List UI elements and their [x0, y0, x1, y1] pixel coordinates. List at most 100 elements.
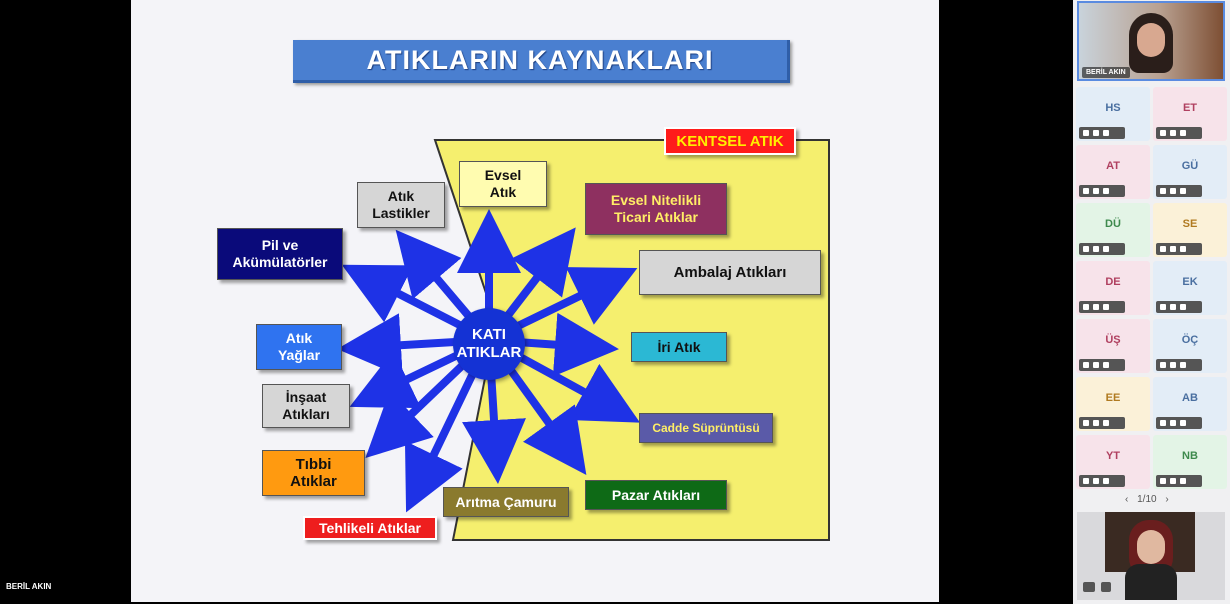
participant-avatar: DE — [1105, 276, 1121, 288]
hand-icon — [1083, 362, 1089, 368]
participant-tile[interactable]: AB — [1153, 377, 1227, 431]
participant-avatar: HS — [1105, 102, 1121, 114]
mic-off-icon — [1180, 130, 1186, 136]
hand-icon — [1083, 478, 1089, 484]
camera-off-icon — [1170, 246, 1176, 252]
participant-avatar: EK — [1182, 276, 1198, 288]
camera-off-icon — [1093, 188, 1099, 194]
camera-off-icon — [1170, 188, 1176, 194]
prev-page-icon[interactable]: ‹ — [1125, 494, 1129, 505]
mic-icon[interactable] — [1101, 582, 1111, 592]
mic-off-icon — [1180, 420, 1186, 426]
participant-status-icons — [1079, 301, 1125, 313]
item-cadde: Cadde Süprüntüsü — [639, 413, 773, 443]
participant-tile[interactable]: ÜŞ — [1076, 319, 1150, 373]
camera-off-icon — [1170, 130, 1176, 136]
participant-tile[interactable]: AT — [1076, 145, 1150, 199]
participant-tile[interactable]: SE — [1153, 203, 1227, 257]
participant-status-icons — [1079, 185, 1125, 197]
mic-off-icon — [1180, 478, 1186, 484]
shared-slide: ATIKLARIN KAYNAKLARI KENTSEL ATIK KATI A… — [131, 0, 939, 602]
camera-off-icon — [1170, 478, 1176, 484]
camera-off-icon — [1093, 246, 1099, 252]
camera-off-icon — [1093, 420, 1099, 426]
hand-icon — [1160, 420, 1166, 426]
participant-tile[interactable]: EE — [1076, 377, 1150, 431]
mic-off-icon — [1103, 246, 1109, 252]
camera-off-icon — [1170, 304, 1176, 310]
hand-icon — [1160, 246, 1166, 252]
pager: ‹ 1/10 › — [1125, 494, 1169, 505]
participant-tile[interactable]: NB — [1153, 435, 1227, 489]
mic-off-icon — [1103, 130, 1109, 136]
hand-icon — [1160, 362, 1166, 368]
mic-off-icon — [1103, 188, 1109, 194]
signal-icon — [1083, 582, 1095, 592]
participant-status-icons — [1079, 243, 1125, 255]
hand-icon — [1083, 420, 1089, 426]
hand-icon — [1160, 130, 1166, 136]
item-lastik: Atık Lastikler — [357, 182, 445, 228]
participant-tile[interactable]: EK — [1153, 261, 1227, 315]
participant-avatar: YT — [1105, 450, 1121, 462]
participant-status-icons — [1079, 359, 1125, 371]
participant-tile[interactable]: ET — [1153, 87, 1227, 141]
item-ambalaj: Ambalaj Atıkları — [639, 250, 821, 295]
participant-tile[interactable]: GÜ — [1153, 145, 1227, 199]
slide-title: ATIKLARIN KAYNAKLARI — [293, 40, 790, 83]
item-evsel-nitelikli: Evsel Nitelikli Ticari Atıklar — [585, 183, 727, 235]
mic-off-icon — [1103, 362, 1109, 368]
hand-icon — [1160, 304, 1166, 310]
participant-avatar: ET — [1182, 102, 1198, 114]
participant-status-icons — [1156, 185, 1202, 197]
self-video-tile[interactable] — [1077, 512, 1225, 600]
camera-off-icon — [1093, 304, 1099, 310]
item-tehlikeli: Tehlikeli Atıklar — [303, 516, 437, 540]
participant-status-icons — [1079, 127, 1125, 139]
item-yaglar: Atık Yağlar — [256, 324, 342, 370]
participant-status-icons — [1079, 475, 1125, 487]
participant-avatar: GÜ — [1181, 160, 1199, 172]
participant-status-icons — [1079, 417, 1125, 429]
mic-off-icon — [1180, 304, 1186, 310]
mic-off-icon — [1103, 478, 1109, 484]
mic-off-icon — [1103, 420, 1109, 426]
hand-icon — [1160, 188, 1166, 194]
hand-icon — [1083, 130, 1089, 136]
host-video-tile[interactable]: BERİL AKIN — [1077, 1, 1225, 81]
participant-status-icons — [1156, 475, 1202, 487]
hand-icon — [1083, 188, 1089, 194]
camera-off-icon — [1170, 420, 1176, 426]
hand-icon — [1083, 304, 1089, 310]
participant-avatar: DÜ — [1105, 218, 1121, 230]
mic-off-icon — [1180, 188, 1186, 194]
participant-tile[interactable]: YT — [1076, 435, 1150, 489]
participant-status-icons — [1156, 127, 1202, 139]
item-tibbi: Tıbbi Atıklar — [262, 450, 365, 496]
mic-off-icon — [1180, 362, 1186, 368]
participant-status-icons — [1156, 359, 1202, 371]
host-name-label: BERİL AKIN — [1082, 67, 1130, 78]
presenter-name-label: BERİL AKIN — [6, 582, 52, 591]
mic-off-icon — [1180, 246, 1186, 252]
participant-tile[interactable]: ÖÇ — [1153, 319, 1227, 373]
category-label: KENTSEL ATIK — [664, 127, 796, 155]
next-page-icon[interactable]: › — [1165, 494, 1169, 505]
center-node: KATI ATIKLAR — [453, 308, 525, 380]
participant-tile[interactable]: DÜ — [1076, 203, 1150, 257]
participant-tile[interactable]: HS — [1076, 87, 1150, 141]
item-insaat: İnşaat Atıkları — [262, 384, 350, 428]
item-evsel: Evsel Atık — [459, 161, 547, 207]
participant-status-icons — [1156, 301, 1202, 313]
item-iri: İri Atık — [631, 332, 727, 362]
participant-avatar: ÖÇ — [1181, 334, 1199, 346]
camera-off-icon — [1093, 478, 1099, 484]
hand-icon — [1160, 478, 1166, 484]
camera-off-icon — [1093, 130, 1099, 136]
participant-avatar: AB — [1182, 392, 1198, 404]
participant-status-icons — [1156, 243, 1202, 255]
participant-status-icons — [1156, 417, 1202, 429]
item-aritma: Arıtma Çamuru — [443, 487, 569, 517]
item-pil: Pil ve Akümülatörler — [217, 228, 343, 280]
participant-tile[interactable]: DE — [1076, 261, 1150, 315]
